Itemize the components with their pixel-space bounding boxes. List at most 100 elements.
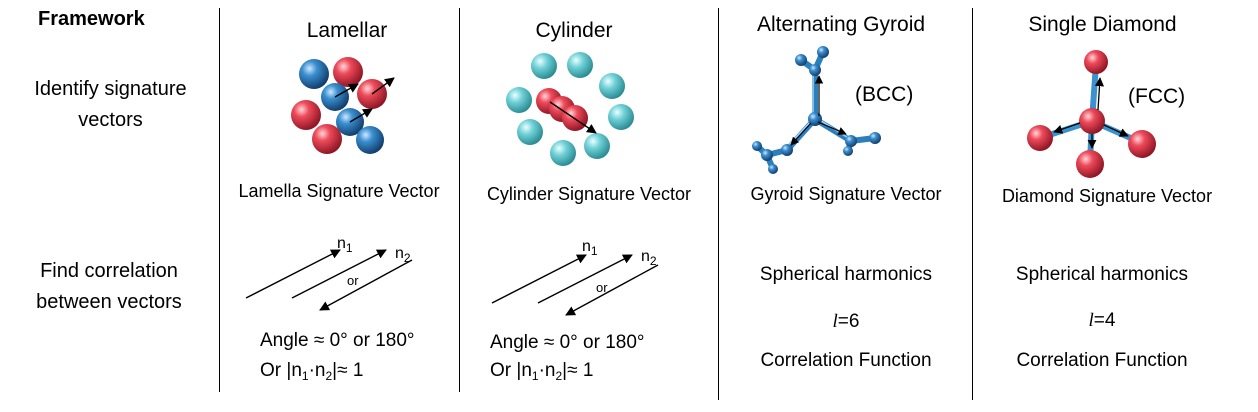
cylinder-n1-text: n xyxy=(582,238,591,255)
gyroid-l-number: =6 xyxy=(837,311,860,332)
gyroid-structure xyxy=(752,46,881,174)
lamellar-dot-text: Or |n1·n2|≈ 1 xyxy=(260,360,363,387)
cylinder-dot-suffix: |≈ 1 xyxy=(562,360,594,381)
node xyxy=(752,141,762,151)
node xyxy=(817,46,829,58)
node xyxy=(795,54,807,66)
cylinder-n1-label: n1 xyxy=(582,236,598,262)
lamellar-n2-text: n xyxy=(395,245,404,262)
node xyxy=(809,64,821,76)
row-label-correlate-line2: between vectors xyxy=(36,291,182,313)
lamellar-n1-label: n1 xyxy=(337,233,353,259)
gyroid-lattice-label: (BCC) xyxy=(855,83,914,106)
vector-n2 xyxy=(537,254,633,304)
lamellar-dot-sub2: 2 xyxy=(325,369,333,383)
cylinder-n2-sub: 2 xyxy=(649,254,657,268)
cylinder-spheres xyxy=(506,52,634,166)
node xyxy=(768,164,778,174)
cylinder-angle-text: Angle ≈ 0° or 180° xyxy=(490,332,645,353)
lamellar-or-label: or xyxy=(347,273,359,288)
row-label-correlate: Find correlation between vectors xyxy=(4,256,214,318)
atom-center xyxy=(1079,108,1105,134)
lamellar-dot-mid: ·n xyxy=(308,360,326,381)
lamellar-spheres xyxy=(291,57,395,154)
lamellar-correlation-arrows xyxy=(245,249,413,311)
cylinder-n1-sub: 1 xyxy=(590,244,598,258)
diamond-structure xyxy=(1027,50,1156,178)
column-title-cylinder: Cylinder xyxy=(535,19,613,42)
atom-bottom xyxy=(1076,150,1104,178)
signature-arrow xyxy=(349,108,373,123)
cylinder-n2-label: n2 xyxy=(641,246,657,272)
lamellar-n1-sub: 1 xyxy=(345,241,353,255)
atom-left xyxy=(1027,125,1053,151)
sphere-blue xyxy=(356,126,384,154)
diamond-l-value: l=4 xyxy=(974,310,1230,332)
sphere-cyan xyxy=(599,73,625,99)
vector-n1 xyxy=(491,254,587,304)
node xyxy=(761,149,773,161)
signature-arrow xyxy=(371,77,395,95)
sphere-cyan xyxy=(517,119,543,145)
sphere-cyan xyxy=(567,52,593,78)
vector-reverse xyxy=(565,264,659,316)
signature-arrow xyxy=(1103,124,1129,137)
cylinder-dot-prefix: Or |n xyxy=(490,360,532,381)
node xyxy=(781,144,793,156)
node xyxy=(843,146,853,156)
vector-reverse xyxy=(319,259,413,311)
atom-right xyxy=(1128,130,1156,158)
column-title-lamellar: Lamellar xyxy=(306,19,388,42)
diamond-correlation-text: Correlation Function xyxy=(1016,350,1188,371)
signature-arrow xyxy=(549,101,597,134)
vector-n1 xyxy=(245,249,341,299)
cylinder-dot-mid: ·n xyxy=(538,360,556,381)
diamond-harmonics-text: Spherical harmonics xyxy=(1015,264,1189,285)
vector-n2 xyxy=(291,249,387,299)
sphere-blue xyxy=(299,59,329,89)
framework-heading: Framework xyxy=(38,8,145,30)
row-label-identify: Identify signature vectors xyxy=(8,74,213,136)
cylinder-dot-text: Or |n1·n2|≈ 1 xyxy=(490,360,593,387)
lamellar-angle-text: Angle ≈ 0° or 180° xyxy=(260,330,415,351)
atom-top xyxy=(1084,50,1108,74)
sphere-cyan xyxy=(531,53,557,79)
cylinder-dot-sub2: 2 xyxy=(555,369,563,383)
node xyxy=(869,132,881,144)
sphere-red xyxy=(312,124,342,154)
row-label-identify-line1: Identify signature xyxy=(34,78,187,100)
column-title-gyroid: Alternating Gyroid xyxy=(756,13,926,36)
lamellar-n2-label: n2 xyxy=(395,243,411,269)
gyroid-harmonics-text: Spherical harmonics xyxy=(759,264,933,285)
node xyxy=(845,135,857,147)
divider-1 xyxy=(219,8,220,392)
lamellar-n1-text: n xyxy=(337,235,346,252)
divider-3 xyxy=(718,8,719,400)
lamellar-signature-label: Lamella Signature Vector xyxy=(238,181,440,201)
signature-arrow xyxy=(1094,77,1105,111)
divider-2 xyxy=(459,8,460,392)
sphere-cyan xyxy=(550,140,576,166)
diamond-l-symbol: l xyxy=(1088,310,1094,331)
cylinder-n2-text: n xyxy=(641,248,650,265)
signature-arrow xyxy=(334,83,359,98)
sphere-cyan xyxy=(506,87,532,113)
signature-arrow xyxy=(1053,122,1081,134)
gyroid-signature-label: Gyroid Signature Vector xyxy=(750,184,942,204)
gyroid-correlation-text: Correlation Function xyxy=(760,350,932,371)
diamond-signature-label: Diamond Signature Vector xyxy=(1001,186,1213,206)
diamond-l-number: =4 xyxy=(1093,310,1116,331)
cylinder-or-label: or xyxy=(596,280,608,295)
gyroid-l-symbol: l xyxy=(832,311,838,332)
lamellar-dot-suffix: |≈ 1 xyxy=(332,360,364,381)
divider-4 xyxy=(972,8,973,400)
cylinder-dot-sub1: 1 xyxy=(531,369,539,383)
column-title-diamond: Single Diamond xyxy=(1028,13,1177,36)
sphere-cyan xyxy=(608,104,634,130)
gyroid-l-value: l=6 xyxy=(722,311,970,333)
sphere-red xyxy=(333,57,363,87)
diamond-lattice-label: (FCC) xyxy=(1128,85,1186,108)
sphere-red xyxy=(562,105,588,131)
row-label-correlate-line1: Find correlation xyxy=(40,260,178,282)
lamellar-dot-sub1: 1 xyxy=(301,369,309,383)
